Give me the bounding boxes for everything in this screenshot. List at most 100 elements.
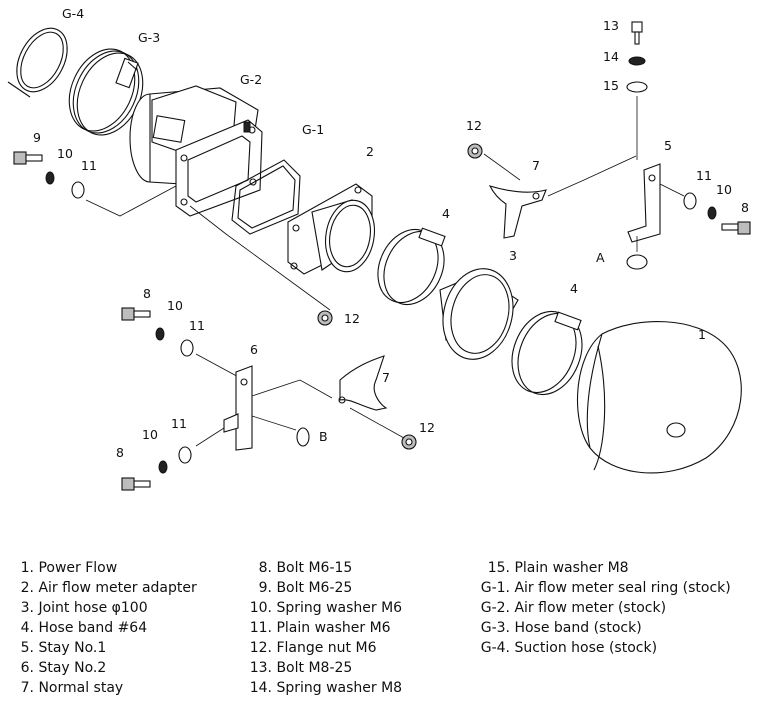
right-stay-assembly [467,21,751,270]
legend-number: 3. [20,600,34,616]
legend-item: 10. Spring washer M6 [246,598,402,618]
legend-number: 10. [249,600,272,616]
legend-item: 7. Normal stay [16,678,197,698]
legend-label: Plain washer M8 [514,560,629,576]
callout-a: A [596,250,605,265]
legend-item: G-4. Suction hose (stock) [478,638,731,658]
legend-item: 11. Plain washer M6 [246,618,402,638]
parts-legend: 1. Power Flow 2. Air flow meter adapter … [0,558,760,704]
legend-item: 5. Stay No.1 [16,638,197,658]
legend-number: G-1. [480,580,510,596]
callout-1: 1 [698,327,706,342]
legend-number: 7. [20,680,34,696]
legend-number: 6. [20,660,34,676]
callout-12: 12 [466,118,482,133]
legend-item: 1. Power Flow [16,558,197,578]
legend-number: G-3. [480,620,510,636]
legend-label: Air flow meter seal ring (stock) [514,580,731,596]
lower-stay-assembly [121,307,417,491]
callout-10: 10 [57,146,73,161]
callout-g4: G-4 [62,6,84,21]
legend-item: G-3. Hose band (stock) [478,618,731,638]
callout-11: 11 [696,168,712,183]
legend-item: 6. Stay No.2 [16,658,197,678]
legend-label: Stay No.1 [38,640,107,656]
legend-label: Hose band #64 [38,620,148,636]
callout-8: 8 [143,286,151,301]
legend-number: 9. [258,580,272,596]
legend-column-3: 15. Plain washer M8 G-1. Air flow meter … [478,558,731,658]
callout-labels: G-4 G-3 G-2 G-1 2 9 10 11 12 7 3 4 13 14… [33,6,749,460]
callout-b: B [319,429,328,444]
callout-11: 11 [171,416,187,431]
callout-6: 6 [250,342,258,357]
callout-11: 11 [189,318,205,333]
callout-2: 2 [366,144,374,159]
callout-7: 7 [382,370,390,385]
callout-12: 12 [419,420,435,435]
legend-label: Hose band (stock) [514,620,642,636]
callout-10: 10 [142,427,158,442]
legend-item: 9. Bolt M6-25 [246,578,402,598]
legend-column-2: 8. Bolt M6-15 9. Bolt M6-25 10. Spring w… [246,558,402,698]
legend-item: 12. Flange nut M6 [246,638,402,658]
callout-8: 8 [741,200,749,215]
legend-item: 13. Bolt M8-25 [246,658,402,678]
legend-column-1: 1. Power Flow 2. Air flow meter adapter … [16,558,197,698]
legend-number: G-4. [480,640,510,656]
suction-hose-part [7,27,68,98]
legend-label: Bolt M6-25 [276,580,353,596]
callout-10: 10 [167,298,183,313]
exploded-parts-diagram: G-4 G-3 G-2 G-1 2 9 10 11 12 7 3 4 13 14… [7,6,751,491]
legend-label: Bolt M8-25 [276,660,353,676]
legend-number: 4. [20,620,34,636]
legend-number: 5. [20,640,34,656]
legend-label: Suction hose (stock) [514,640,658,656]
joint-hose-part [439,268,519,360]
callout-13: 13 [603,18,619,33]
legend-number: G-2. [480,600,510,616]
legend-item: 3. Joint hose φ100 [16,598,197,618]
legend-number: 11. [249,620,272,636]
seal-ring-part [231,159,301,235]
callout-8: 8 [116,445,124,460]
legend-label: Flange nut M6 [276,640,377,656]
air-flow-meter-part [129,85,263,217]
callout-15: 15 [603,78,619,93]
legend-item: 15. Plain washer M8 [478,558,731,578]
legend-item: 8. Bolt M6-15 [246,558,402,578]
callout-5: 5 [664,138,672,153]
callout-g1: G-1 [302,122,324,137]
callout-12: 12 [344,311,360,326]
legend-label: Bolt M6-15 [276,560,353,576]
legend-label: Spring washer M8 [276,680,403,696]
legend-number: 1. [20,560,34,576]
legend-number: 13. [249,660,272,676]
callout-g3: G-3 [138,30,160,45]
callout-9: 9 [33,130,41,145]
flange-nut-part [189,205,333,326]
legend-item: G-2. Air flow meter (stock) [478,598,731,618]
legend-number: 12. [249,640,272,656]
legend-item: 14. Spring washer M8 [246,678,402,698]
callout-10: 10 [716,182,732,197]
legend-label: Normal stay [38,680,124,696]
legend-label: Air flow meter (stock) [514,600,667,616]
legend-label: Stay No.2 [38,660,107,676]
legend-item: 4. Hose band #64 [16,618,197,638]
legend-number: 8. [258,560,272,576]
legend-label: Joint hose φ100 [38,600,148,616]
legend-label: Air flow meter adapter [38,580,197,596]
callout-14: 14 [603,49,619,64]
legend-number: 14. [249,680,272,696]
legend-number: 15. [487,560,510,576]
power-flow-filter-part [576,321,742,474]
callout-4: 4 [442,206,450,221]
callout-7: 7 [532,158,540,173]
callout-3: 3 [509,248,517,263]
callout-4: 4 [570,281,578,296]
hose-band-part [511,310,583,396]
air-flow-meter-adapter-part [287,183,375,275]
hose-band-part [377,227,446,305]
fastener-group-left [13,151,177,217]
